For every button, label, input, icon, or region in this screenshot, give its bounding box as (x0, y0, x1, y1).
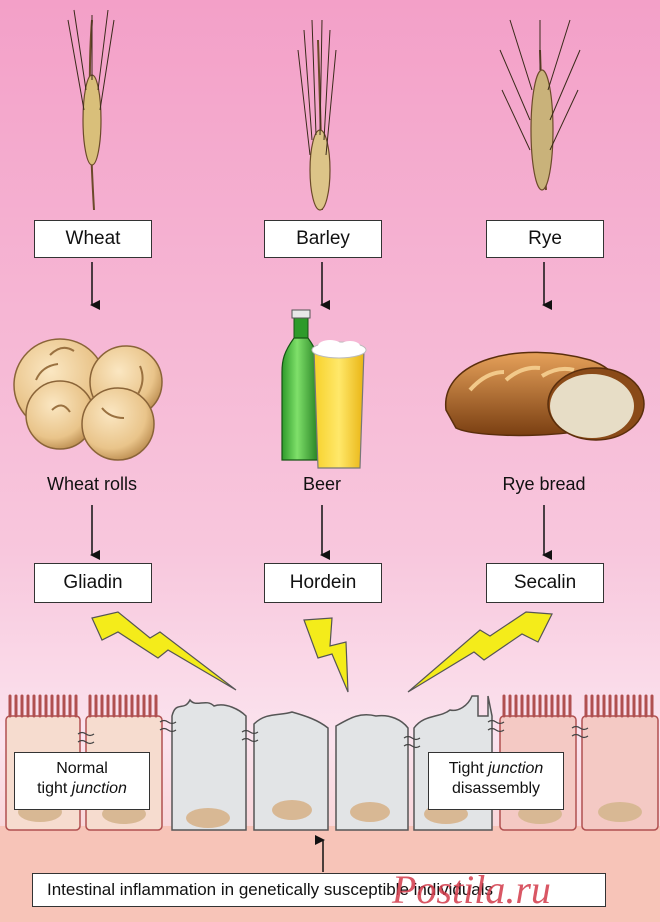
lightning-bolt-right-icon (407, 611, 553, 693)
note-normal-line1: Normal (56, 760, 108, 777)
protein-label-gliadin: Gliadin (34, 563, 152, 603)
normal-cell (581, 694, 659, 831)
grain-label-wheat: Wheat (34, 220, 152, 258)
note-normal-italic: junction (71, 780, 127, 797)
damaged-cell (171, 698, 247, 831)
note-normal-tight-junction: Normal tight junction (14, 752, 150, 810)
note-disassembly-line1: Tight junction (429, 759, 563, 779)
lightning-bolt-left-icon (91, 611, 237, 691)
note-normal-prefix: tight (37, 780, 72, 797)
wheat-ear-icon (67, 9, 115, 211)
rye-ear-icon (499, 19, 581, 191)
damaged-cell (335, 714, 409, 831)
tight-junction (571, 725, 589, 739)
wheat-rolls-icon (13, 338, 163, 461)
note-normal-line2: tight junction (15, 779, 149, 799)
note-tight-junction-disassembly: Tight junction disassembly (428, 752, 564, 810)
food-label-wheat-rolls: Wheat rolls (46, 474, 138, 494)
protein-label-hordein: Hordein (264, 563, 382, 603)
damaged-cell (253, 711, 329, 831)
note-disassembly-italic: junction (488, 760, 544, 777)
beer-icon (281, 309, 367, 469)
note-disassembly-line2: disassembly (451, 780, 541, 797)
grain-label-barley: Barley (264, 220, 382, 258)
grain-label-rye: Rye (486, 220, 604, 258)
food-label-rye-bread: Rye bread (502, 474, 586, 494)
tight-junction (77, 731, 95, 745)
tight-junction (159, 719, 177, 733)
rye-bread-icon (445, 351, 645, 441)
tight-junction (487, 719, 505, 733)
tight-junction (403, 735, 421, 749)
watermark-logo: Postila.ru (392, 867, 551, 912)
note-disassembly-prefix: Tight (448, 760, 489, 777)
protein-label-secalin: Secalin (486, 563, 604, 603)
inflammation-label: Intestinal inflammation in genetically s… (32, 873, 606, 907)
barley-ear-icon (297, 19, 337, 211)
lightning-bolt-center-icon (303, 617, 349, 693)
food-label-beer: Beer (302, 474, 342, 494)
tight-junction (241, 729, 259, 743)
